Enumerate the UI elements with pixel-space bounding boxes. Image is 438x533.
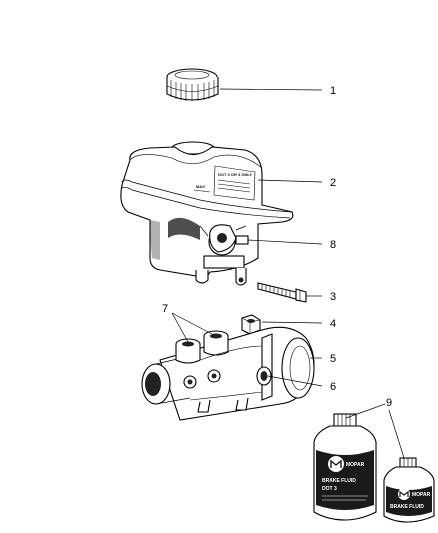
brake-fluid-bottle-large: MOPAR BRAKE FLUID DOT 3: [313, 413, 377, 521]
master-cylinder: [141, 326, 315, 421]
reservoir-warning-line1: DOT 3 OR 4 ONLY: [218, 172, 252, 177]
reservoir-cap: [166, 68, 219, 101]
small-bottle-line1: BRAKE FLUID: [390, 504, 424, 510]
nut: [241, 314, 261, 335]
small-bottle-brand: MOPAR: [412, 492, 431, 498]
callout-labels: 1 2 3 4 5 6 7 8 9: [162, 85, 392, 409]
brake-fluid-bottle-small: MOPAR BRAKE FLUID: [383, 457, 435, 523]
reservoir-grommet: [256, 366, 272, 386]
reservoir-max-mark: MAX: [196, 184, 205, 189]
callout-7: 7: [162, 303, 168, 315]
callout-3: 3: [330, 291, 336, 303]
leader-lines: [171, 88, 405, 459]
callout-2: 2: [330, 177, 336, 189]
fluid-reservoir: DOT 3 OR 4 ONLY MAX: [120, 141, 294, 286]
callout-4: 4: [330, 318, 336, 330]
callout-8: 8: [330, 239, 336, 251]
callout-5: 5: [330, 353, 336, 365]
mounting-bolt: [257, 282, 307, 303]
large-bottle-brand: MOPAR: [346, 462, 365, 468]
large-bottle-line1: BRAKE FLUID: [322, 478, 356, 484]
callout-9: 9: [386, 397, 392, 409]
callout-1: 1: [330, 85, 336, 97]
large-bottle-line2: DOT 3: [322, 486, 337, 492]
callout-6: 6: [330, 381, 336, 393]
